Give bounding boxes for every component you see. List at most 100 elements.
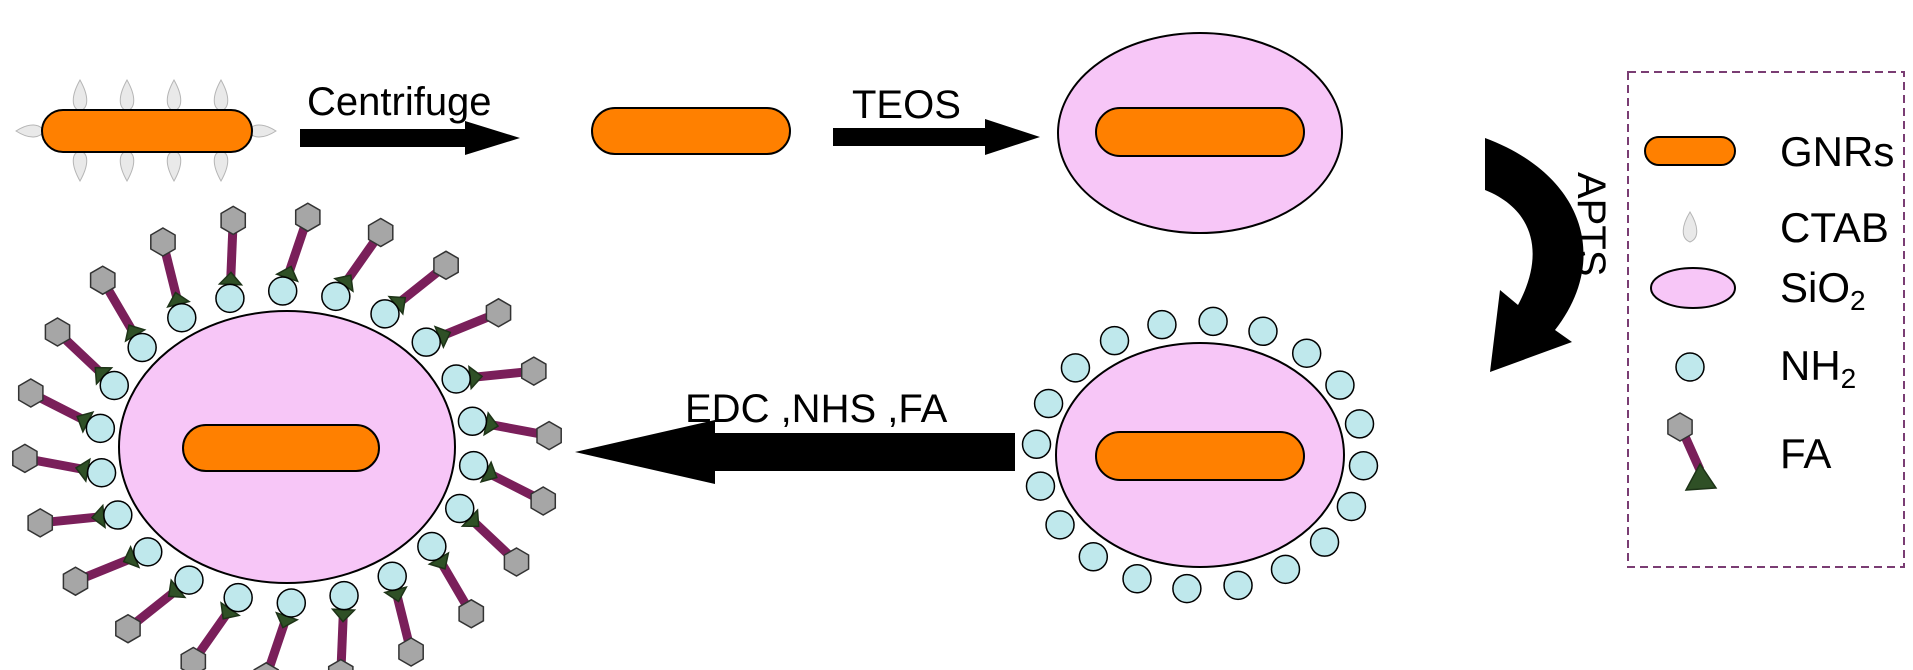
fa-hexagon-icon — [180, 646, 207, 670]
arrow-edc-nhs-fa: EDC ,NHS ,FA — [575, 387, 1015, 484]
nh2-icon — [457, 406, 488, 437]
nh2-icon — [458, 450, 489, 481]
gnr-rod — [1095, 107, 1305, 157]
step-label-teos: TEOS — [852, 83, 961, 127]
nh2-icon — [1336, 491, 1367, 522]
nh2-icon — [411, 327, 441, 357]
fa-triangle-icon — [1684, 462, 1718, 491]
ctab-icon — [213, 150, 229, 183]
legend-nh2-base: NH — [1780, 342, 1841, 389]
step-label-edc-nhs-fa: EDC ,NHS ,FA — [685, 387, 948, 431]
fa-hexagon-icon — [458, 598, 485, 629]
nh2-icon — [1223, 570, 1253, 601]
ctab-icon — [166, 78, 182, 112]
fa-triangle-icon — [330, 608, 357, 623]
fa-triangle-icon — [468, 364, 484, 391]
nh2-icon — [1344, 409, 1375, 439]
fa-molecules — [12, 202, 562, 670]
nh2-groups — [85, 276, 489, 618]
nh2-icon — [329, 580, 359, 611]
nh2-icon — [223, 582, 253, 613]
legend-label-fa: FA — [1780, 430, 1831, 477]
arrow-apts: APTS — [1485, 138, 1613, 372]
fa-hexagon-icon — [536, 420, 562, 451]
step-label-apts: APTS — [1569, 172, 1613, 276]
ctab-icon — [166, 150, 182, 183]
nh2-icon — [1147, 309, 1177, 340]
nh2-icon — [103, 500, 133, 530]
fa-hexagon-icon — [44, 317, 71, 347]
legend-item-fa: FA — [1667, 412, 1831, 491]
ctab-icon — [72, 150, 88, 183]
nh2-icon — [1122, 563, 1152, 594]
fa-hexagon-icon — [17, 378, 44, 408]
gnr-rod-bare — [591, 107, 791, 155]
fa-triangle-icon — [217, 271, 244, 286]
legend-label-ctab: CTAB — [1780, 204, 1889, 251]
fa-triangle-icon — [90, 503, 106, 530]
fa-hexagon-icon — [530, 486, 557, 516]
legend-item-ctab: CTAB — [1682, 204, 1889, 251]
ctab-icon — [72, 78, 88, 112]
nh2-icon — [1021, 429, 1052, 460]
legend-sio2-base: SiO — [1780, 264, 1850, 311]
nh2-icon — [1291, 338, 1322, 368]
ctab-legend-icon — [1682, 211, 1698, 243]
curved-arrow-icon — [1485, 138, 1584, 372]
fa-hexagon-icon — [150, 227, 176, 257]
nh2-icon — [276, 588, 307, 618]
nh2-icon — [370, 299, 400, 329]
gnr-rod — [41, 109, 253, 153]
fa-hexagon-icon — [294, 202, 321, 233]
nh2-icon — [1309, 527, 1340, 557]
fa-hexagon-icon — [327, 658, 354, 670]
gnr-rod — [1095, 431, 1305, 481]
arrow-right-icon — [833, 119, 1040, 155]
nh2-icon — [85, 413, 116, 444]
legend-label-nh2: NH2 — [1780, 342, 1856, 394]
legend-item-sio2: SiO2 — [1650, 264, 1866, 316]
fa-hexagon-icon — [1667, 412, 1693, 442]
step-label-centrifuge: Centrifuge — [307, 80, 492, 124]
fa-hexagon-icon — [503, 547, 530, 577]
arrow-teos: TEOS — [833, 83, 1040, 155]
nh2-icon — [99, 370, 130, 401]
fa-hexagon-icon — [520, 356, 547, 386]
nh2-icon — [1348, 450, 1379, 481]
stage-gnr-sio2-fa — [12, 202, 562, 670]
ctab-icon — [119, 150, 135, 183]
nh2-icon — [133, 537, 163, 567]
nh2-icon — [444, 493, 475, 524]
stage-gnr-sio2 — [1057, 32, 1343, 234]
fa-hexagon-icon — [27, 508, 54, 538]
nh2-legend-icon — [1675, 352, 1705, 382]
nh2-icon — [1060, 353, 1091, 383]
nh2-groups — [1021, 306, 1379, 604]
gnr-rod — [182, 424, 380, 472]
legend-label-gnrs: GNRs — [1780, 128, 1894, 175]
ctab-icon — [15, 124, 45, 138]
nh2-icon — [417, 531, 447, 562]
legend: GNRs CTAB SiO2 NH2 FA — [1627, 71, 1905, 568]
gnr-legend-icon — [1644, 136, 1736, 166]
arrow-left-icon — [575, 420, 1015, 484]
nh2-icon — [441, 364, 471, 394]
nh2-icon — [377, 561, 407, 592]
ctab-icon — [213, 78, 229, 112]
stage-gnr-ctab — [15, 78, 277, 183]
fa-hexagon-icon — [485, 297, 512, 328]
legend-label-sio2: SiO2 — [1780, 264, 1866, 316]
legend-nh2-sub: 2 — [1841, 363, 1857, 394]
nh2-icon — [1198, 306, 1228, 337]
nh2-icon — [1025, 471, 1056, 501]
nh2-icon — [167, 302, 197, 333]
nh2-icon — [86, 457, 117, 488]
nh2-icon — [1325, 370, 1355, 400]
arrow-centrifuge: Centrifuge — [300, 80, 520, 155]
arrow-right-icon — [300, 121, 520, 155]
nh2-icon — [1045, 510, 1075, 540]
nh2-icon — [174, 565, 204, 595]
nh2-icon — [1248, 316, 1278, 347]
fa-hexagon-icon — [12, 443, 38, 474]
